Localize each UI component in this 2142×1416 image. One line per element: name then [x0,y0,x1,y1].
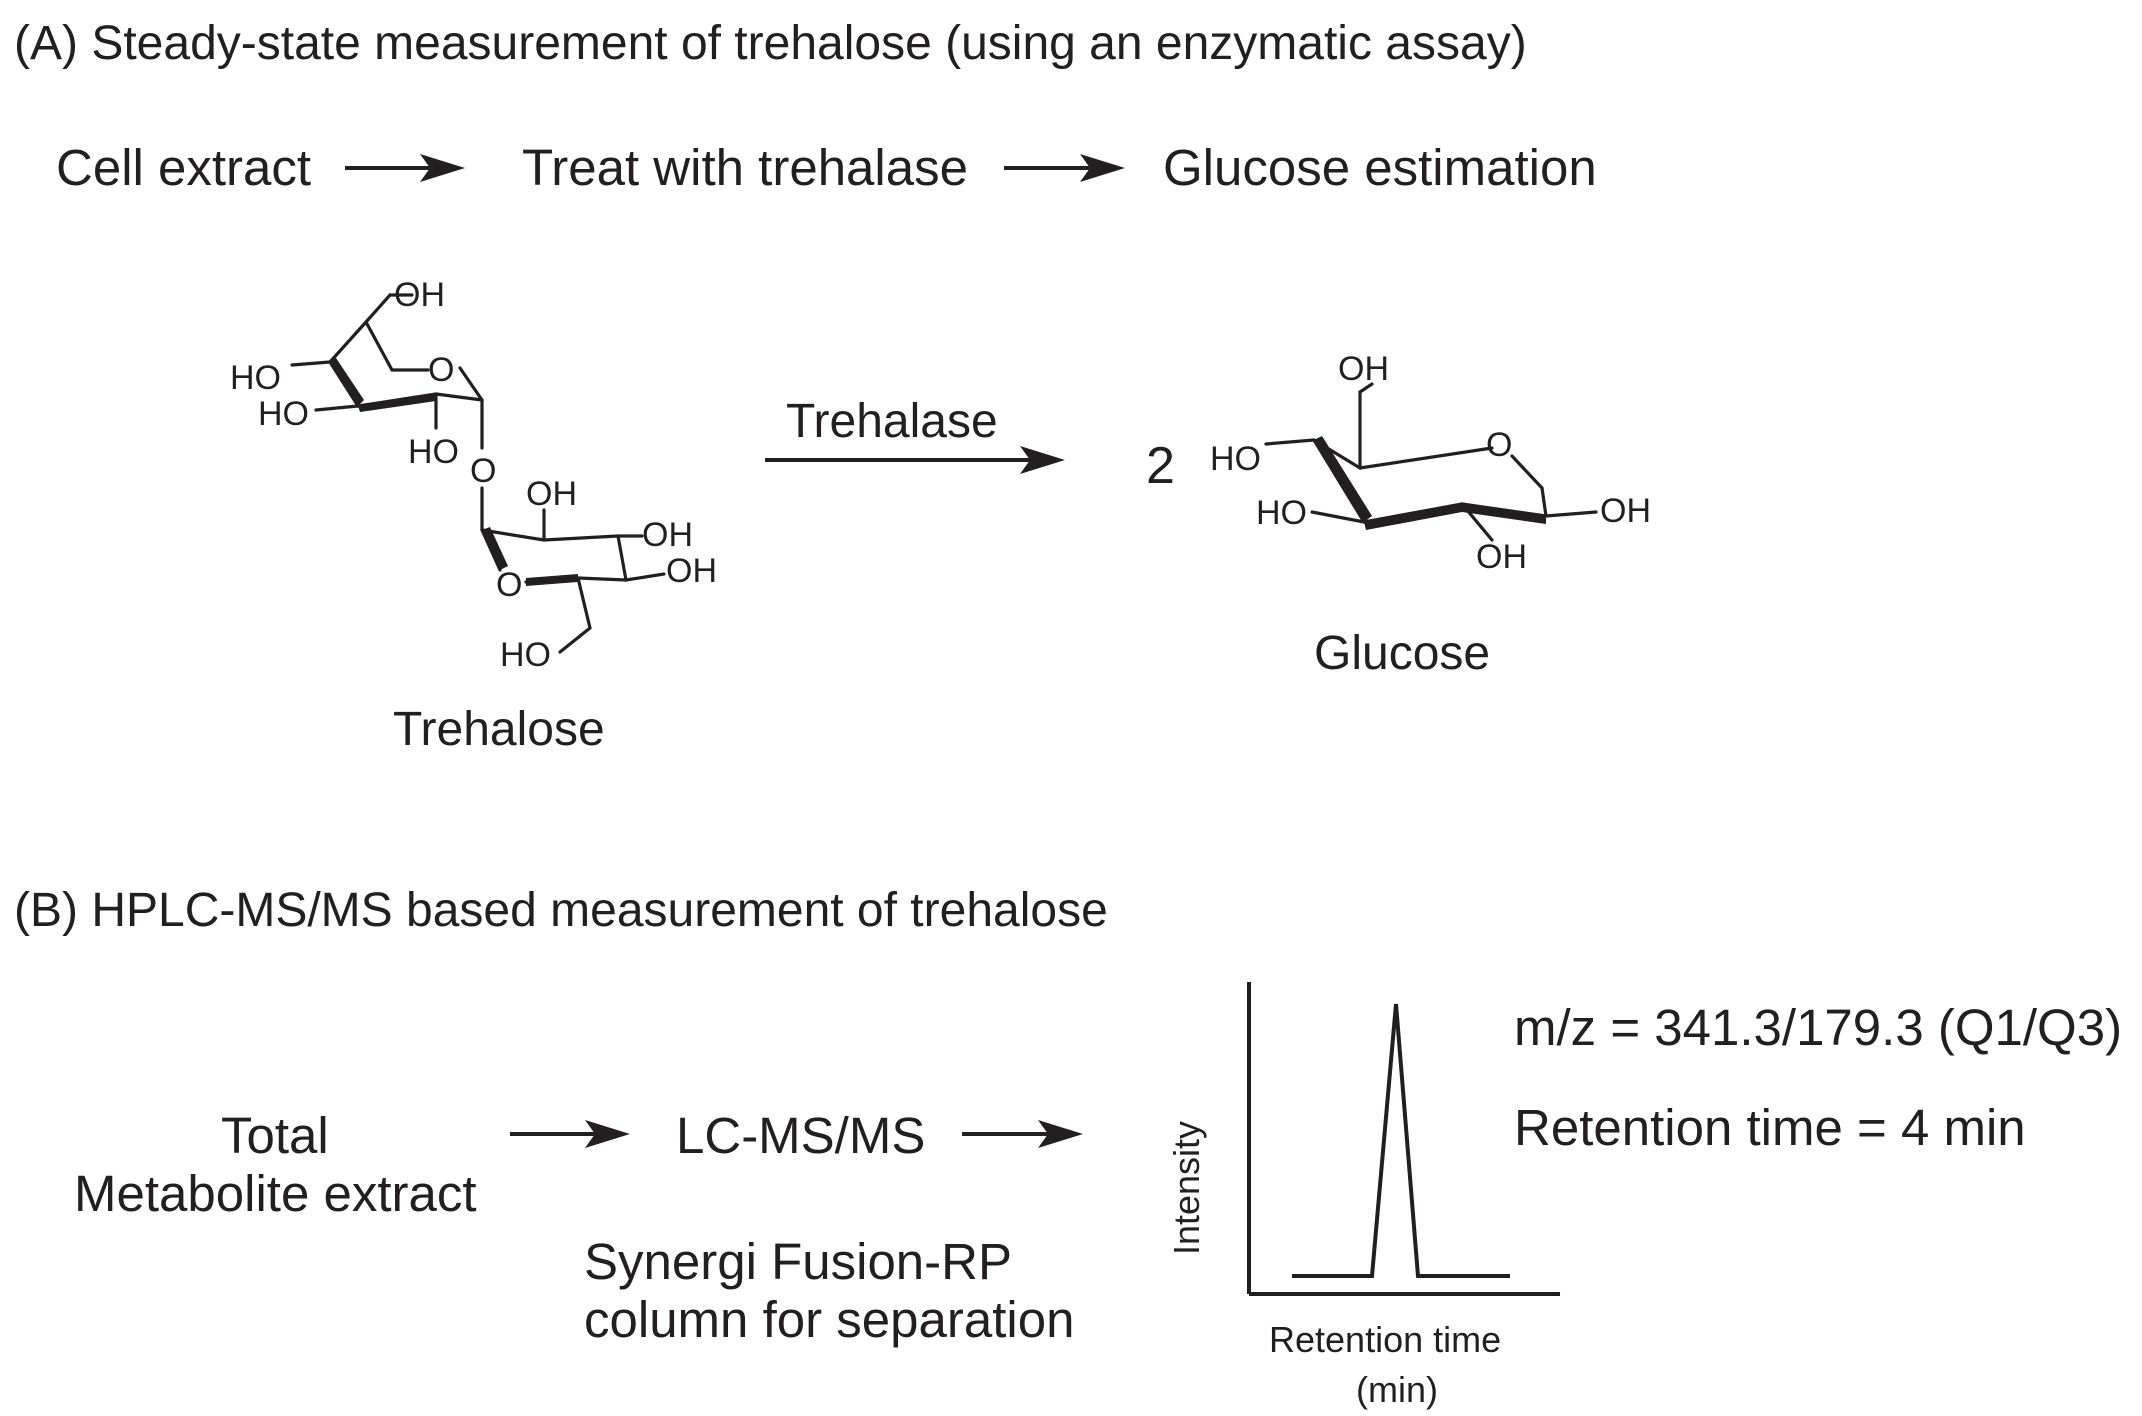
workflow-arrow-1 [345,154,465,182]
trehalose-ring-o-1: O [428,351,454,389]
panel-b-title: (B) HPLC-MS/MS based measurement of treh… [14,884,1108,937]
trehalose-oh-2: OH [526,475,577,513]
trehalose-ho-3: HO [408,433,459,471]
workflow-arrow-4 [962,1120,1083,1148]
glucose-oh-2: OH [1600,492,1651,530]
workflow-step-total-line1: Total [221,1107,329,1164]
chromatogram-axes [1247,982,1560,1296]
trehalose-oh-4: OH [666,552,717,590]
trehalose-ho-2: HO [258,395,309,433]
glucose-atom-labels: OH O HO HO OH OH [1210,350,1651,576]
chromatogram-xlabel-line2: (min) [1356,1369,1438,1410]
workflow-step-cell-extract: Cell extract [56,139,312,196]
trehalose-oh-1: OH [394,276,445,314]
glucose-oh-3: OH [1476,538,1527,576]
glucose-ho-1: HO [1210,440,1261,478]
workflow-step-trehalase-treatment: Treat with trehalase [522,139,968,196]
workflow-step-total-line2: Metabolite extract [74,1165,477,1222]
trehalose-ho-4: HO [500,636,551,674]
workflow-arrow-2 [1004,154,1125,182]
stoichiometric-coefficient: 2 [1146,437,1175,495]
column-description-line2: column for separation [584,1291,1075,1348]
trehalose-label: Trehalose [393,703,605,756]
chromatogram-xlabel-line1: Retention time [1269,1319,1502,1360]
glucose-oh-1: OH [1338,350,1389,388]
workflow-step-glucose-estimation: Glucose estimation [1163,139,1597,196]
trehalose-wedge-bonds [330,358,578,586]
reaction-arrow [765,446,1065,474]
workflow-step-lcmsms: LC-MS/MS [676,1107,926,1164]
trehalose-ring-o-2: O [496,566,522,604]
workflow-arrow-3 [510,1120,630,1148]
trehalose-ho-1: HO [230,359,281,397]
chromatogram-peak [1292,1003,1510,1278]
trehalose-atom-labels: OH O HO HO HO O OH OH OH O HO [230,276,717,674]
glucose-ring-o: O [1486,426,1512,464]
trehalose-bridge-o: O [470,452,496,490]
glucose-ho-2: HO [1256,494,1307,532]
trehalose-oh-3: OH [642,516,693,554]
enzyme-label: Trehalase [786,395,998,448]
panel-a-title: (A) Steady-state measurement of trehalos… [14,17,1527,70]
glucose-label: Glucose [1314,627,1491,680]
glucose-wedge-bonds [1314,436,1546,530]
column-description-line1: Synergi Fusion-RP [584,1233,1012,1290]
retention-time-value: Retention time = 4 min [1514,1099,2026,1156]
mz-value: m/z = 341.3/179.3 (Q1/Q3) [1514,999,2123,1056]
